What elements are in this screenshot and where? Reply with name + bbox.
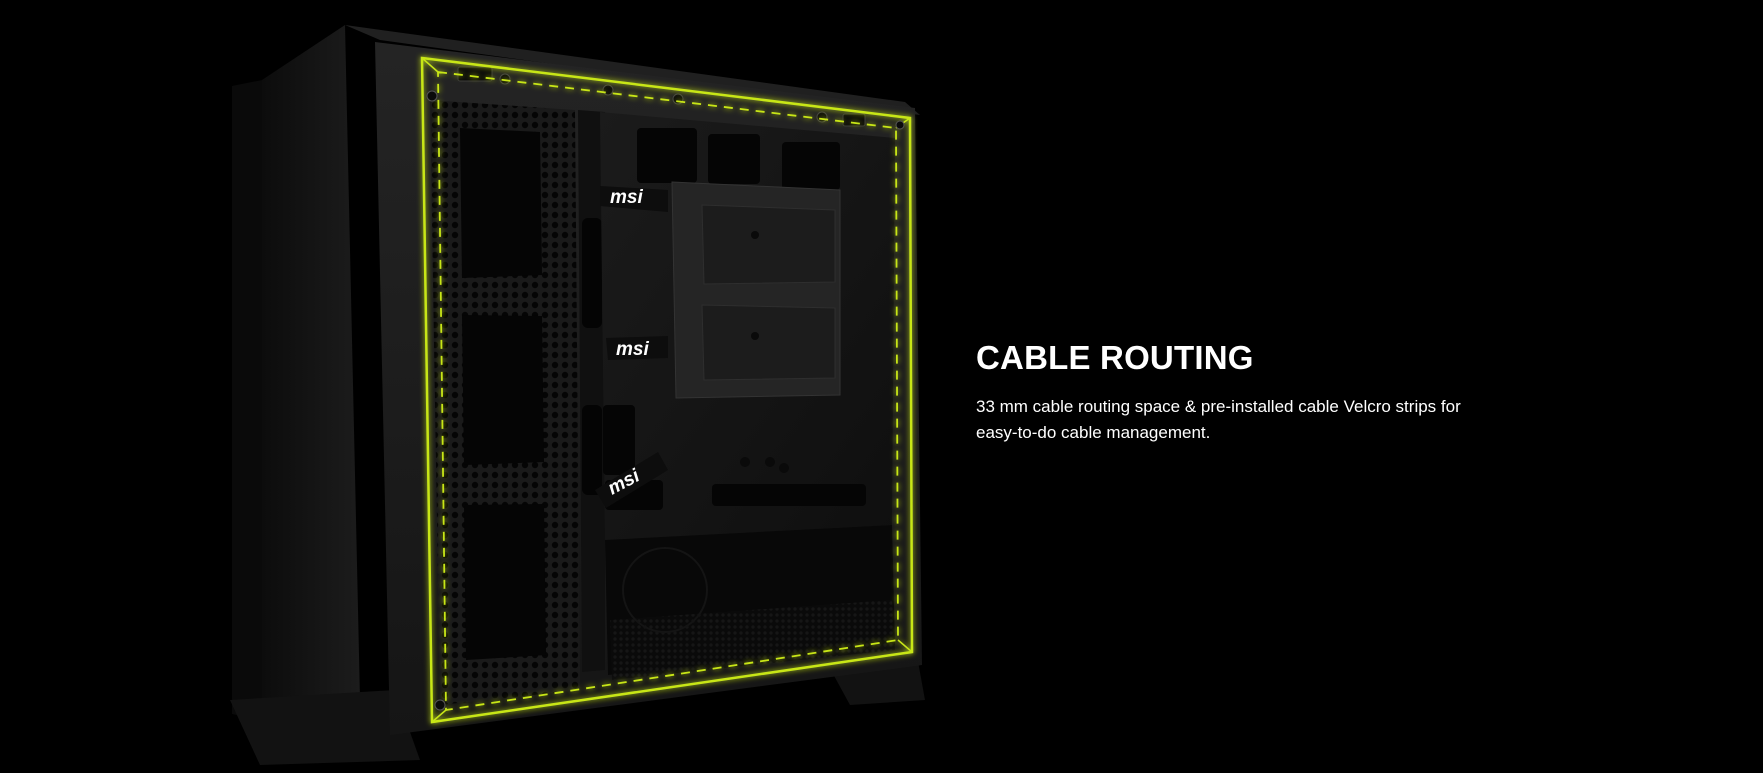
velcro-strap-2: msi [606,336,668,360]
feature-title: CABLE ROUTING [976,339,1254,376]
fan-cutout-bottom [464,504,546,660]
fan-cutout-top [460,128,542,278]
pc-case-illustration: msi msi msi [230,25,925,765]
case-side-panel [262,25,360,720]
tray-cutout-1 [637,128,697,183]
feature-description: 33 mm cable routing space & pre-installe… [976,396,1461,442]
drive-bay-lower [701,304,836,381]
feature-text-block: CABLE ROUTING 33 mm cable routing space … [976,338,1496,446]
grommet-1 [582,218,602,328]
velcro-strap-1: msi [600,186,668,212]
psu-floor-mesh [610,600,895,680]
fan-cutout-middle [462,315,544,465]
tray-cutout-3 [782,142,840,190]
tray-cutout-2 [708,134,760,184]
case-front-foot [230,690,420,765]
case-left-edge [232,80,262,720]
strap-logo-1: msi [610,187,643,208]
grommet-2 [582,405,602,495]
tray-cutout-lower-2 [712,484,866,506]
strap-logo-2: msi [616,339,649,360]
drive-bay-upper [701,204,836,285]
